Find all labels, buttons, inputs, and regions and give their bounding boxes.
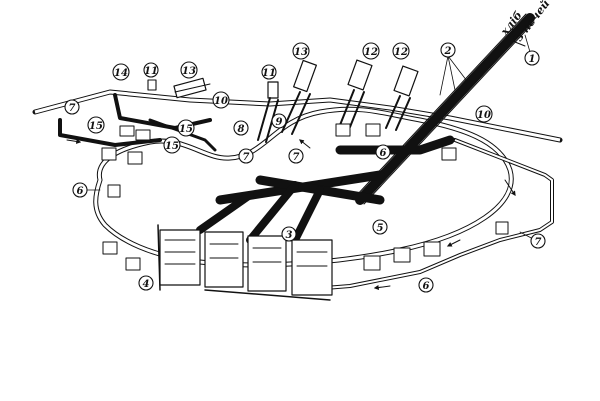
long-overhead-conveyor bbox=[32, 89, 563, 143]
svg-text:5: 5 bbox=[377, 223, 384, 234]
callout-5: 5 bbox=[372, 219, 388, 235]
svg-text:7: 7 bbox=[243, 152, 250, 163]
svg-text:14: 14 bbox=[114, 68, 128, 79]
station-12-b bbox=[385, 65, 419, 131]
callout-8: 8 bbox=[233, 120, 249, 136]
svg-text:13: 13 bbox=[294, 47, 308, 58]
callout-15-a: 15 bbox=[87, 116, 105, 134]
callout-15-c: 15 bbox=[163, 136, 181, 154]
svg-text:1: 1 bbox=[529, 54, 536, 65]
station-12-a bbox=[339, 59, 373, 128]
loading-machines-block bbox=[157, 224, 333, 301]
svg-text:15: 15 bbox=[165, 141, 179, 152]
callout-13-top: 13 bbox=[292, 42, 310, 60]
callout-3: 3 bbox=[281, 226, 297, 242]
callout-10-right: 10 bbox=[475, 105, 493, 123]
callout-7-b: 7 bbox=[288, 148, 304, 164]
svg-text:13: 13 bbox=[182, 66, 196, 77]
svg-text:11: 11 bbox=[262, 68, 276, 79]
callout-7-right: 7 bbox=[530, 233, 546, 249]
svg-text:6: 6 bbox=[77, 186, 84, 197]
svg-text:10: 10 bbox=[214, 96, 228, 107]
svg-text:2: 2 bbox=[444, 46, 452, 57]
svg-text:15: 15 bbox=[179, 124, 193, 135]
callout-13-left: 13 bbox=[180, 61, 198, 79]
inner-distribution-grid bbox=[196, 135, 455, 244]
right-return-conveyor bbox=[298, 138, 554, 292]
station-13-top bbox=[281, 59, 317, 135]
callout-6-mid: 6 bbox=[375, 144, 391, 160]
callout-11-mid: 11 bbox=[261, 64, 277, 80]
svg-text:8: 8 bbox=[238, 124, 245, 135]
svg-text:15: 15 bbox=[89, 121, 103, 132]
callout-9: 9 bbox=[271, 113, 287, 129]
svg-text:7: 7 bbox=[69, 103, 76, 114]
callout-15-b: 15 bbox=[177, 119, 195, 137]
svg-text:4: 4 bbox=[143, 279, 150, 290]
callout-7-left: 7 bbox=[64, 99, 80, 115]
svg-text:3: 3 bbox=[286, 230, 293, 241]
callout-6-left: 6 bbox=[72, 182, 88, 198]
flow-arrows bbox=[66, 138, 516, 290]
incoming-diagonal-conveyor bbox=[355, 13, 535, 205]
station-13-left bbox=[173, 77, 211, 99]
svg-text:12: 12 bbox=[364, 47, 378, 58]
svg-text:9: 9 bbox=[276, 117, 283, 128]
callout-11-left: 11 bbox=[143, 62, 159, 78]
svg-text:6: 6 bbox=[380, 148, 387, 159]
svg-text:10: 10 bbox=[477, 110, 491, 121]
callout-14: 14 bbox=[112, 63, 130, 81]
upper-conveyor-stations bbox=[147, 59, 419, 143]
callout-leaders bbox=[86, 34, 536, 241]
callout-6-bottom: 6 bbox=[418, 277, 434, 293]
callout-12-a: 12 bbox=[362, 42, 380, 60]
bread-container-stacks bbox=[101, 123, 509, 271]
svg-text:12: 12 bbox=[394, 47, 408, 58]
station-11-left bbox=[147, 79, 157, 91]
callout-12-b: 12 bbox=[392, 42, 410, 60]
svg-text:11: 11 bbox=[144, 66, 158, 77]
svg-text:7: 7 bbox=[293, 152, 300, 163]
callout-2: 2 bbox=[440, 42, 456, 58]
callout-4: 4 bbox=[138, 275, 154, 291]
svg-text:6: 6 bbox=[423, 281, 430, 292]
callout-7-a: 7 bbox=[238, 148, 254, 164]
callout-1: 1 bbox=[524, 50, 540, 66]
svg-text:7: 7 bbox=[535, 237, 542, 248]
callouts: 1 2 3 4 5 6 6 6 7 7 7 7 8 9 10 10 11 11 … bbox=[64, 42, 546, 293]
callout-10-left: 10 bbox=[212, 91, 230, 109]
